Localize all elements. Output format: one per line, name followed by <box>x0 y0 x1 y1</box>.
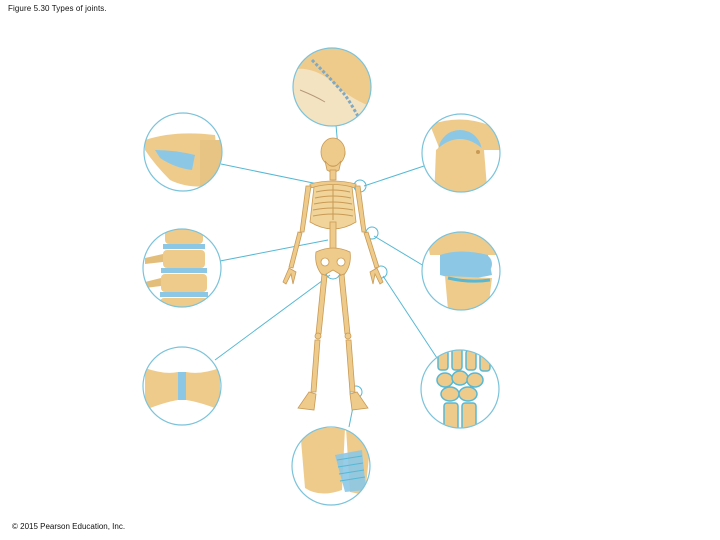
wrist-icon <box>420 349 500 429</box>
leader-line-sternum <box>220 163 319 185</box>
leader-lines <box>214 124 438 428</box>
vertebrae-icon <box>142 228 222 308</box>
figure-caption: Figure 5.30 Types of joints. <box>8 4 107 13</box>
inset-tibiofibular-joint <box>291 426 371 506</box>
leader-line-pubic <box>214 274 331 361</box>
sternum-icon <box>143 112 223 192</box>
inset-skull-suture <box>292 47 372 127</box>
leader-line-vertebrae <box>219 239 329 262</box>
inset-sternum-cartilage <box>143 112 223 192</box>
inset-intervertebral-joint <box>142 228 222 308</box>
pubic-symphysis-icon <box>142 346 222 426</box>
shoulder-joint-icon <box>421 113 501 193</box>
skeleton-illustration <box>282 137 384 411</box>
leader-line-shoulder <box>363 165 425 187</box>
inset-elbow-joint <box>421 231 501 311</box>
copyright-notice: © 2015 Pearson Education, Inc. <box>12 522 126 531</box>
inset-pubic-symphysis <box>142 346 222 426</box>
inset-shoulder-joint <box>421 113 501 193</box>
skull-suture-icon <box>292 47 372 127</box>
leader-line-wrist <box>382 275 438 359</box>
ankle-ligament-icon <box>291 426 371 506</box>
inset-wrist-joints <box>420 349 500 429</box>
elbow-joint-icon <box>421 231 501 311</box>
leader-line-elbow <box>373 235 425 267</box>
